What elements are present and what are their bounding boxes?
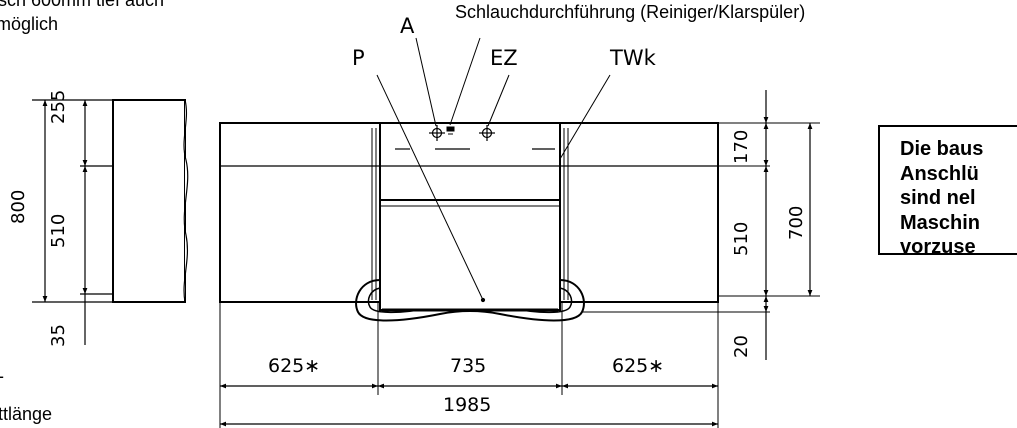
dim-left-510: 510 (48, 213, 69, 248)
dishwasher-body (379, 122, 561, 312)
dim-bottom-right-625: 625∗ (612, 355, 665, 377)
note-line-3: sind nel (900, 187, 976, 209)
note-line-5: vorzuse (900, 236, 976, 255)
callout-leader-lines (376, 37, 611, 301)
dim-bottom-total-1985: 1985 (443, 394, 492, 416)
bottom-dimension-lines (220, 383, 718, 427)
dim-left-800: 800 (8, 189, 29, 224)
hose-pass-marker (446, 126, 455, 135)
dim-right-170: 170 (731, 129, 752, 164)
dim-right-20: 20 (731, 335, 752, 358)
callout-a: A (400, 14, 415, 38)
footer-dash: - (0, 366, 4, 387)
top-left-note-line1: risch 600mm tief auch (0, 0, 165, 10)
callout-ez: EZ (490, 46, 518, 70)
hose-pass-through-label: Schlauchdurchführung (Reiniger/Klarspüle… (455, 2, 806, 22)
callout-twk: TWk (610, 46, 656, 70)
right-dimension-lines (763, 90, 813, 360)
side-dimension-lines (42, 100, 88, 345)
dim-bottom-center-735: 735 (450, 355, 487, 377)
dim-left-35: 35 (48, 324, 69, 347)
front-extension-lines (219, 122, 820, 428)
note-line-4: Maschin (900, 211, 981, 234)
footer-total-length-fragment: ttlänge (0, 404, 53, 424)
dim-right-510: 510 (731, 221, 752, 256)
callout-p: P (352, 46, 365, 70)
dim-right-700: 700 (786, 205, 807, 240)
note-line-1: Die baus (900, 138, 984, 160)
top-left-note-line2: möglich (0, 14, 59, 34)
note-line-2: Anschlü (900, 162, 979, 185)
dim-left-255: 255 (48, 89, 69, 124)
side-view (32, 99, 189, 303)
installation-note-box: Die baus Anschlü sind nel Maschin vorzus… (878, 125, 1017, 255)
dim-bottom-left-625: 625∗ (268, 355, 321, 377)
